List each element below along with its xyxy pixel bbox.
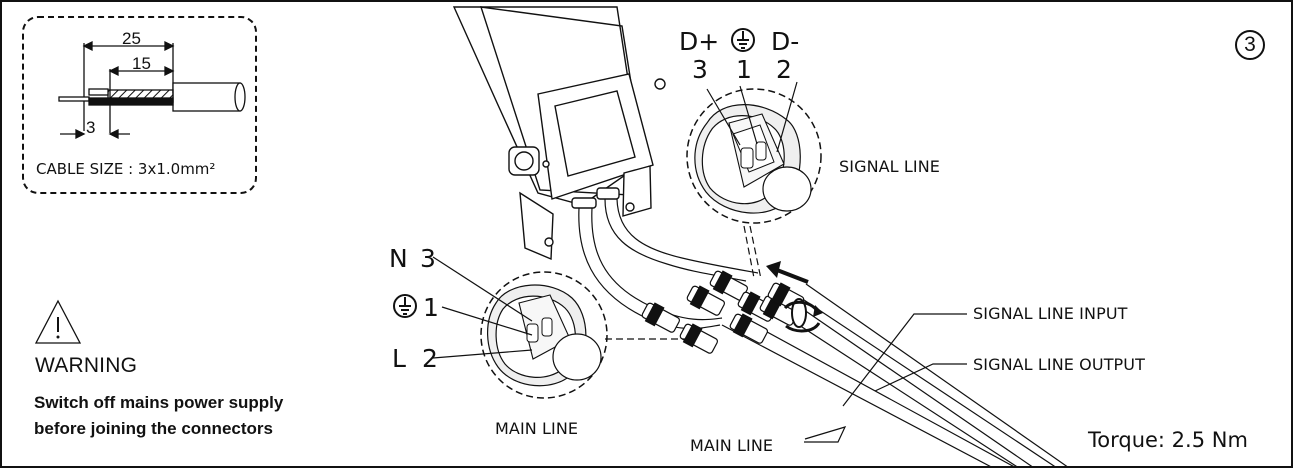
signal-line-output-label: SIGNAL LINE OUTPUT: [973, 355, 1145, 374]
main-n-number: 3: [420, 244, 436, 273]
step-number: 3: [1244, 33, 1256, 56]
label-leaders: [804, 313, 967, 443]
cable-strip-diagram: [58, 40, 246, 140]
signal-ground-number: 1: [736, 55, 752, 84]
rotate-icon: [783, 300, 823, 333]
signal-dminus-label: D-: [771, 27, 800, 56]
cable-dimension-total: 25: [122, 29, 141, 48]
main-connector-detail: [432, 256, 608, 399]
main-line-bottom-label: MAIN LINE: [690, 436, 774, 455]
main-line-detail-label: MAIN LINE: [495, 419, 579, 438]
signal-dplus-number: 3: [692, 55, 708, 84]
warning-title: WARNING: [35, 354, 138, 377]
connector-assembly: [641, 270, 807, 354]
signal-line-input-label: SIGNAL LINE INPUT: [973, 304, 1128, 323]
warning-triangle-icon: [34, 299, 82, 344]
main-l-number: 2: [422, 344, 438, 373]
callout-dashes: [605, 225, 762, 340]
main-ground-number: 1: [423, 293, 439, 322]
step-badge: 3: [1235, 30, 1265, 60]
arrow-icon: [766, 261, 809, 284]
cable-dimension-strip: 3: [86, 118, 96, 137]
torque-label: Torque: 2.5 Nm: [1088, 428, 1248, 452]
warning-text-line-2: before joining the connectors: [34, 419, 273, 438]
cable-size-label: CABLE SIZE : 3x1.0mm²: [36, 160, 216, 178]
warning-text-line-1: Switch off mains power supply: [34, 393, 284, 412]
ground-icon: [731, 28, 755, 52]
main-l-label: L: [392, 344, 406, 373]
signal-connector-detail: [686, 81, 822, 224]
luminaire-housing: [452, 6, 666, 261]
cable-routing: [578, 198, 1068, 466]
signal-dplus-label: D+: [679, 27, 720, 56]
main-ground-icon: [393, 294, 417, 318]
main-n-label: N: [389, 244, 408, 273]
cable-dimension-inner: 15: [132, 54, 151, 73]
cable-spec-box: [22, 16, 257, 194]
signal-dminus-number: 2: [776, 55, 792, 84]
signal-line-label: SIGNAL LINE: [839, 157, 940, 176]
